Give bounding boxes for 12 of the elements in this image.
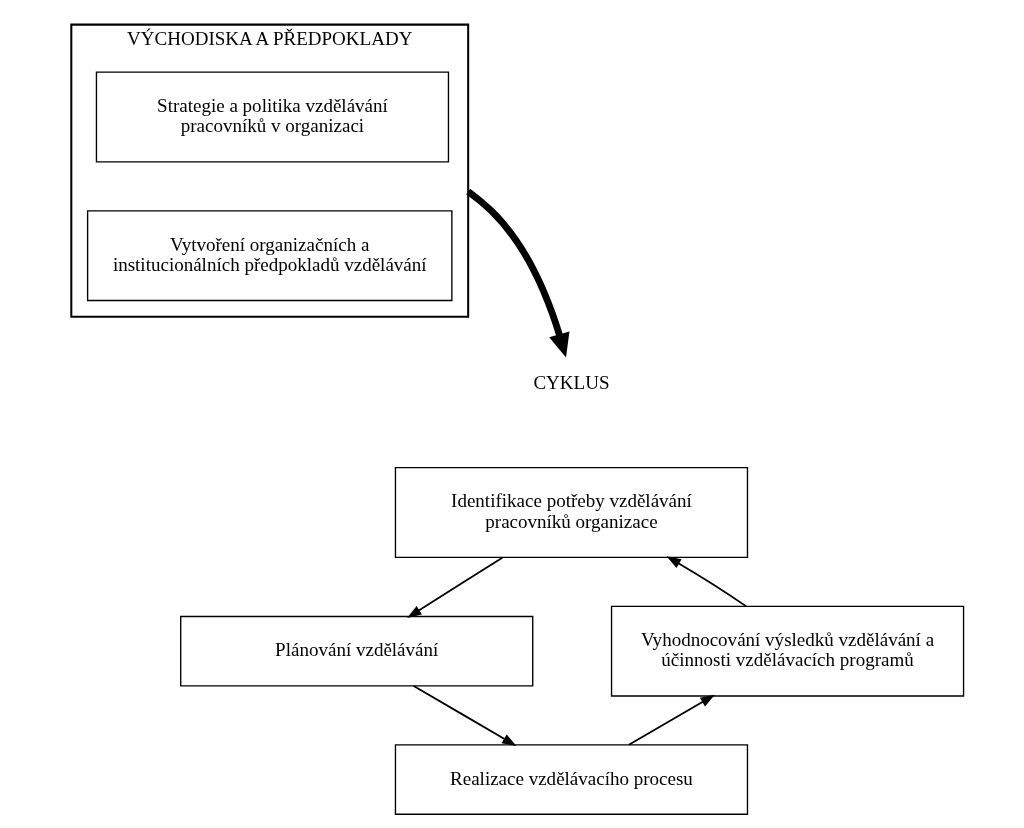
node-text: CYKLUS bbox=[533, 372, 610, 394]
arrow bbox=[466, 188, 570, 358]
node-box: Realizace vzdělávacího procesu bbox=[394, 744, 749, 815]
node-box: Vyhodnocování výsledků vzdělávání a účinnosti vzdělávacích programů bbox=[610, 605, 965, 697]
node-box: Identifikace potřeby vzdělávání pracovníků organizace bbox=[394, 467, 749, 559]
arrow bbox=[628, 694, 715, 746]
node-box: Strategie a politika vzdělávání pracovníků v organizaci bbox=[95, 71, 450, 163]
arrow bbox=[407, 556, 504, 618]
node-box: Plánování vzdělávání bbox=[180, 615, 534, 687]
arrow bbox=[666, 556, 747, 608]
arrow bbox=[412, 685, 517, 747]
node-box: Vytvoření organizačních a institucionálních předpokladů vzdělávání bbox=[86, 210, 453, 302]
